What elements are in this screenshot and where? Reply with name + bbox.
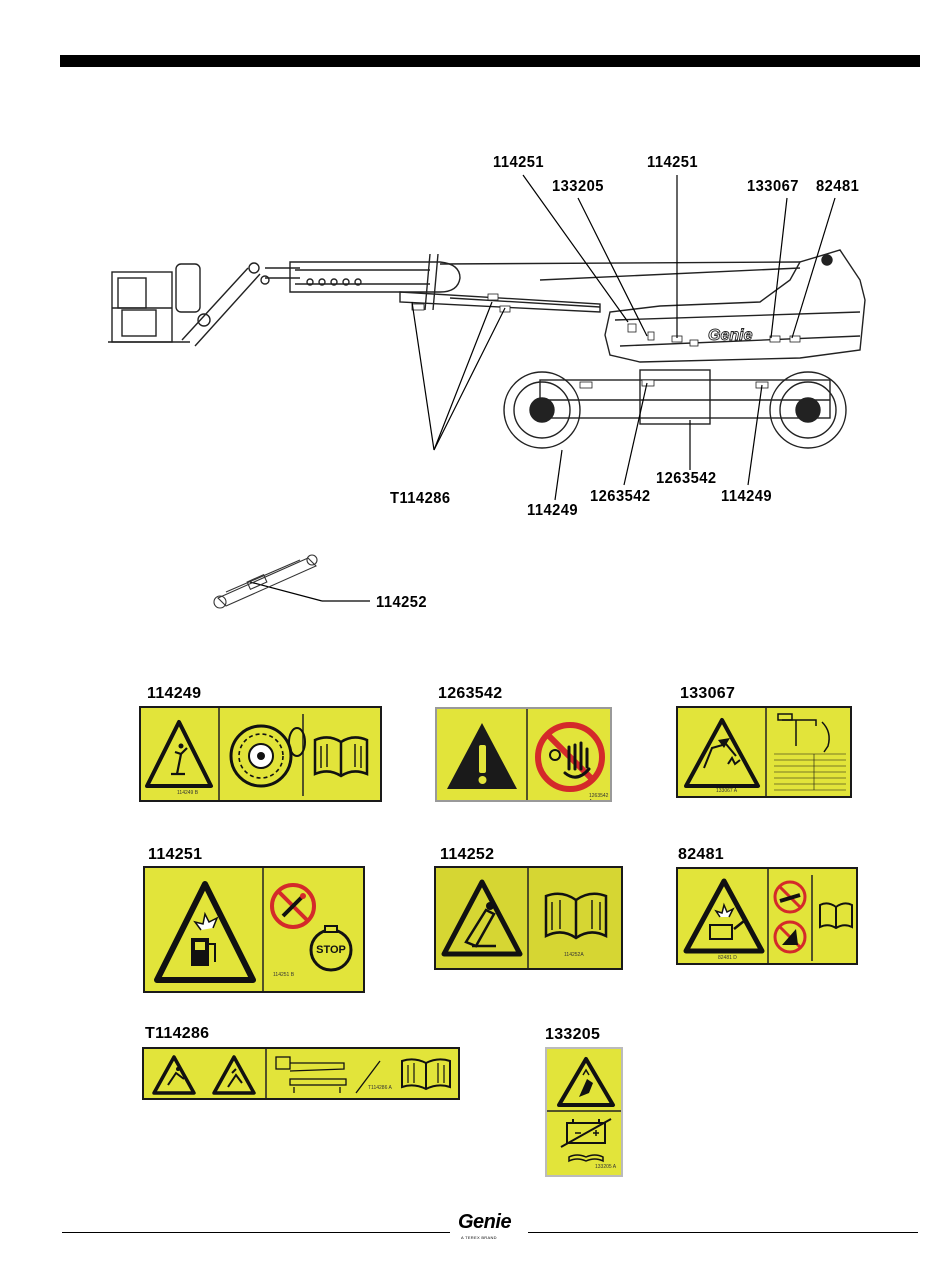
callout-82481: 82481 bbox=[816, 178, 859, 196]
decal-code-1263542: 1263542 A bbox=[589, 793, 610, 802]
decal-133067: 133067 A bbox=[676, 706, 852, 798]
callout-114251-left: 114251 bbox=[493, 154, 544, 172]
decal-114252: 114252A bbox=[434, 866, 623, 970]
callout-133205: 133205 bbox=[552, 178, 604, 196]
decal-title-1263542: 1263542 bbox=[438, 685, 502, 703]
decal-title-114249: 114249 bbox=[147, 685, 201, 703]
footer-brand-logo: Genie bbox=[458, 1211, 511, 1234]
decal-title-T114286: T114286 bbox=[145, 1025, 209, 1043]
decal-133205: 133205 A bbox=[545, 1047, 623, 1177]
callout-133067: 133067 bbox=[747, 178, 799, 196]
footer-rule-left bbox=[62, 1232, 450, 1233]
decal-114249: 114249 B bbox=[139, 706, 382, 802]
decal-title-133205: 133205 bbox=[545, 1026, 600, 1044]
decal-1263542: 1263542 A bbox=[435, 707, 612, 802]
footer-rule-right bbox=[528, 1232, 918, 1233]
callout-114252: 114252 bbox=[376, 594, 427, 612]
callout-114249-left: 114249 bbox=[527, 502, 578, 520]
decal-title-133067: 133067 bbox=[680, 685, 735, 703]
callout-1263542-top: 1263542 bbox=[656, 470, 717, 488]
footer-brand-subtitle: A TEREX BRAND bbox=[461, 1235, 497, 1240]
decal-code-133205: 133205 A bbox=[595, 1164, 616, 1170]
decal-code-82481: 82481 D bbox=[718, 955, 737, 961]
decal-code-114249: 114249 B bbox=[177, 790, 198, 796]
decal-title-114251: 114251 bbox=[148, 846, 202, 864]
decal-code-133067: 133067 A bbox=[716, 788, 737, 794]
decal-114251: STOP 114251 B bbox=[143, 866, 365, 993]
decal-title-82481: 82481 bbox=[678, 846, 724, 864]
callout-1263542-bottom: 1263542 bbox=[590, 488, 651, 506]
decal-code-114251: 114251 B bbox=[273, 972, 294, 978]
decal-code-114252: 114252A bbox=[564, 952, 584, 958]
decal-T114286: T114286 A bbox=[142, 1047, 460, 1100]
decal-82481: 82481 D bbox=[676, 867, 858, 965]
cylinder-diagram bbox=[208, 548, 328, 614]
callout-T114286: T114286 bbox=[390, 490, 451, 508]
decal-title-114252: 114252 bbox=[440, 846, 494, 864]
callout-114251-right: 114251 bbox=[647, 154, 698, 172]
stop-sign-text: STOP bbox=[315, 944, 347, 956]
decal-code-T114286: T114286 A bbox=[368, 1085, 392, 1091]
callout-114249-right: 114249 bbox=[721, 488, 772, 506]
